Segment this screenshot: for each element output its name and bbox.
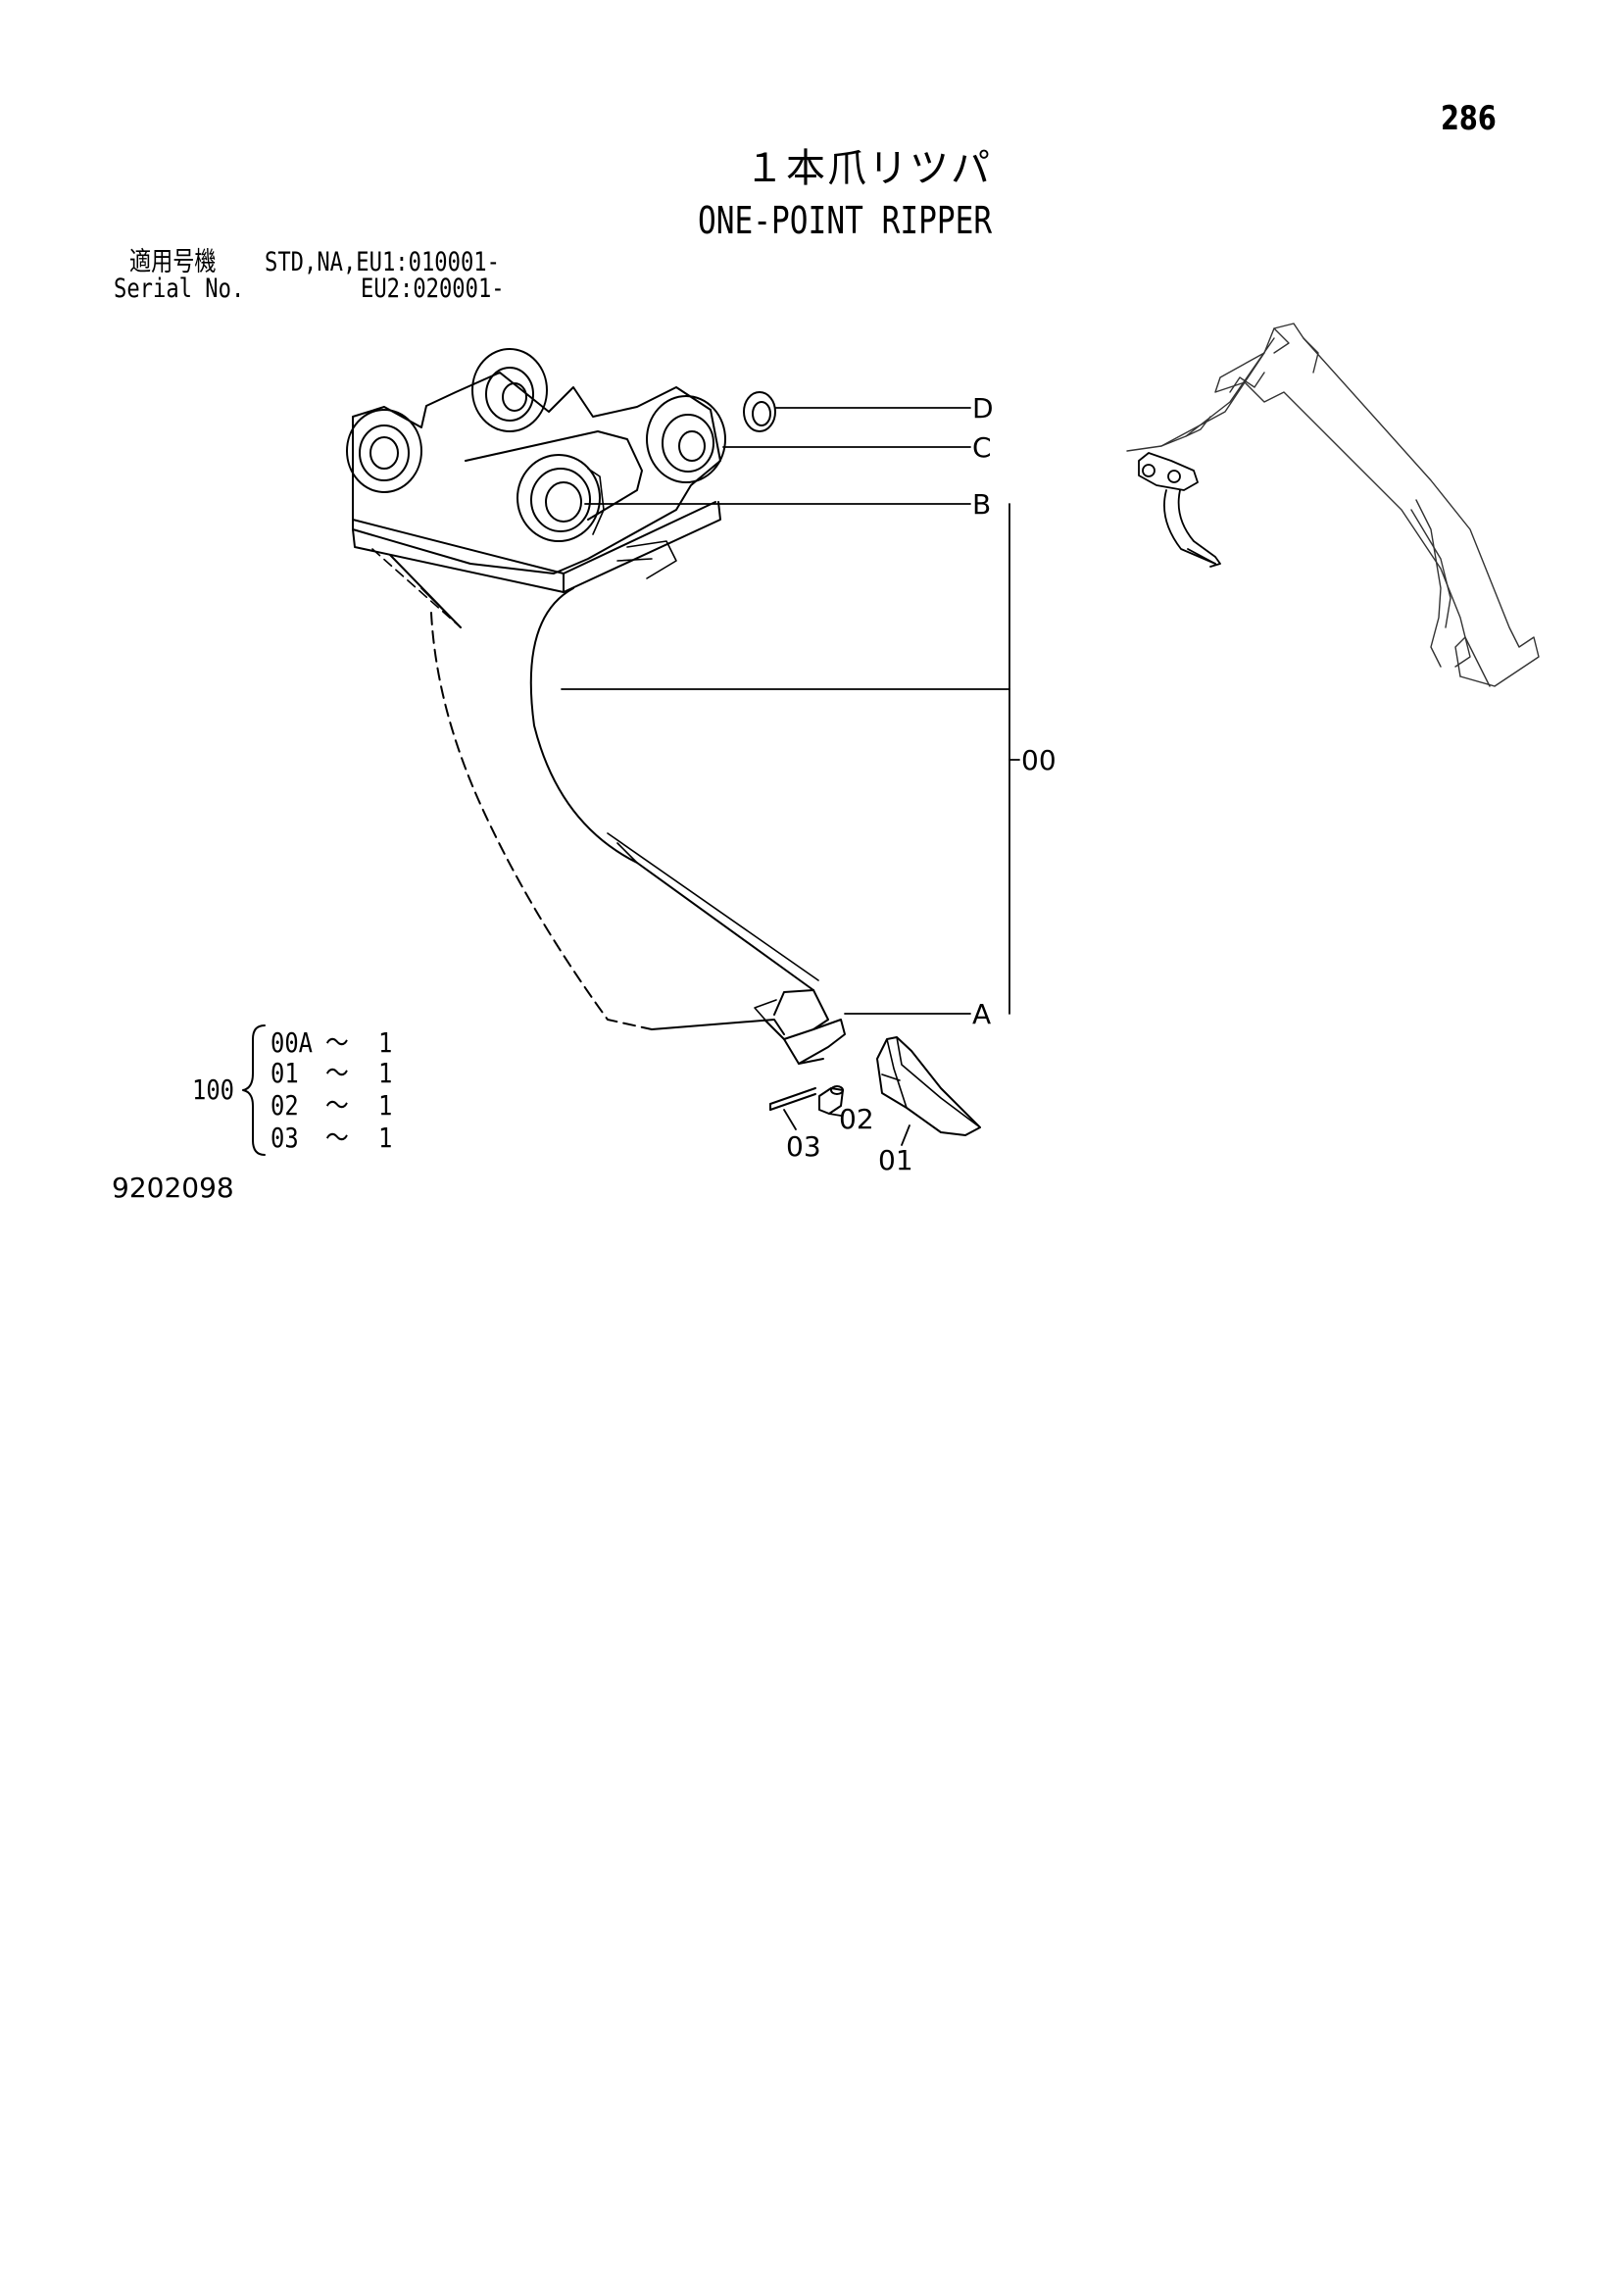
pin (818, 1085, 844, 1115)
callout-03: 03 (786, 1130, 821, 1163)
page-number: 286 (1441, 99, 1497, 138)
document-code: 9202098 (112, 1172, 234, 1204)
boss-front (516, 454, 605, 542)
assembly-part: 03 (270, 1122, 299, 1154)
callout-01: 01 (878, 1144, 913, 1176)
callout-a: A (972, 998, 992, 1030)
page-title-japanese: １本爪リツパ (745, 146, 992, 191)
boss-top (471, 348, 548, 432)
assembly-part: 02 (270, 1089, 299, 1122)
callout-c: C (972, 431, 992, 464)
seal-ring (743, 391, 776, 432)
page-title-english: ONE-POINT RIPPER (698, 199, 993, 242)
assembly-tilde: ～ (325, 1089, 349, 1122)
assembly-part: 00A (270, 1026, 313, 1059)
callout-02: 02 (839, 1103, 874, 1135)
assembly-number: 100 (192, 1073, 234, 1106)
ripper-bracket (352, 372, 721, 628)
assembly-tilde: ～ (325, 1057, 349, 1089)
assembly-brace (242, 1024, 266, 1156)
assembly-qty: 1 (378, 1026, 393, 1059)
callout-d: D (972, 392, 994, 424)
machine-overview-ripper (1138, 452, 1221, 568)
assembly-qty: 1 (378, 1057, 393, 1089)
lock-pin (769, 1087, 816, 1111)
serial-range-line-1: STD,NA,EU1:010001- (265, 247, 500, 277)
assembly-tilde: ～ (325, 1122, 349, 1154)
callout-b: B (972, 488, 992, 521)
callout-00: 00 (1021, 744, 1057, 776)
machine-overview-sketch (1126, 323, 1540, 687)
leader-lines (561, 407, 1020, 1146)
ripper-tooth (876, 1036, 981, 1136)
assembly-qty: 1 (378, 1122, 393, 1154)
assembly-tilde: ～ (325, 1026, 349, 1059)
serial-range-line-2: EU2:020001- (361, 274, 505, 304)
assembly-part: 01 (270, 1057, 299, 1089)
ripper-shank (430, 587, 846, 1065)
boss-left (346, 409, 422, 493)
serial-label-japanese: 適用号機 (129, 247, 217, 277)
boss-right (646, 395, 726, 483)
serial-label-english: Serial No. (114, 274, 245, 304)
assembly-qty: 1 (378, 1089, 393, 1122)
